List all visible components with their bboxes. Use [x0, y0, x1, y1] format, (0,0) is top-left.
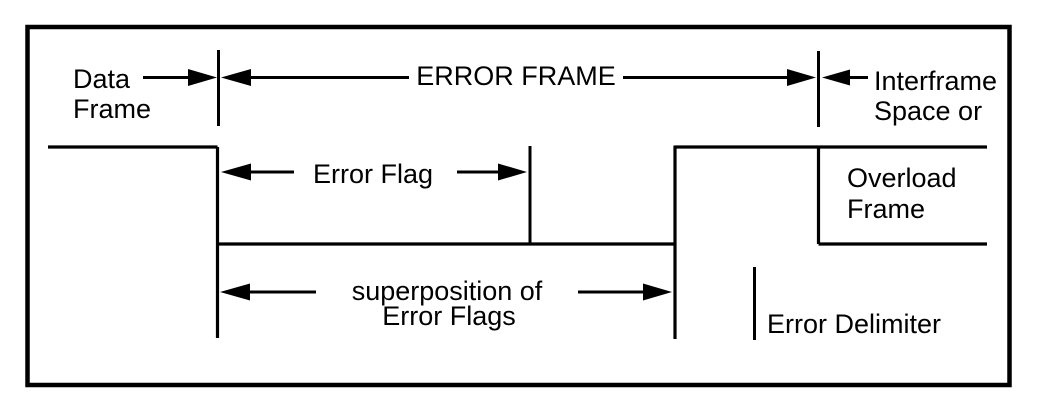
right-arrowhead-icon: [498, 163, 527, 181]
overload-frame-label-line2: Frame: [847, 194, 925, 224]
left-arrowhead-icon: [822, 69, 850, 86]
right-arrowhead-icon: [643, 283, 672, 301]
right-arrowhead-icon: [787, 69, 816, 86]
data-frame-arrow: [143, 69, 217, 86]
left-arrowhead-icon: [220, 283, 250, 301]
superposition-label-line2: Error Flags: [382, 301, 516, 331]
left-arrowhead-icon: [221, 69, 251, 86]
interframe-label-line1: Interframe: [874, 66, 997, 96]
error-flag-label: Error Flag: [313, 159, 433, 189]
data-frame-label-line1: Data: [73, 64, 131, 94]
interframe-label-line2: Space or: [874, 96, 982, 126]
error-delimiter-label: Error Delimiter: [767, 309, 941, 339]
data-frame-label-line2: Frame: [73, 94, 151, 124]
interframe-arrow: [822, 69, 868, 86]
error-frame-label: ERROR FRAME: [416, 61, 616, 91]
figure-border: [25, 24, 1012, 388]
error-flag-span-arrow: [221, 163, 527, 181]
error-frame-span-arrow: [221, 69, 816, 86]
superposition-span-arrow: [220, 283, 672, 301]
overload-frame-label-line1: Overload: [847, 163, 957, 193]
left-arrowhead-icon: [221, 163, 251, 181]
right-arrowhead-icon: [188, 69, 217, 86]
superposition-label-line1: superposition of: [352, 276, 543, 306]
